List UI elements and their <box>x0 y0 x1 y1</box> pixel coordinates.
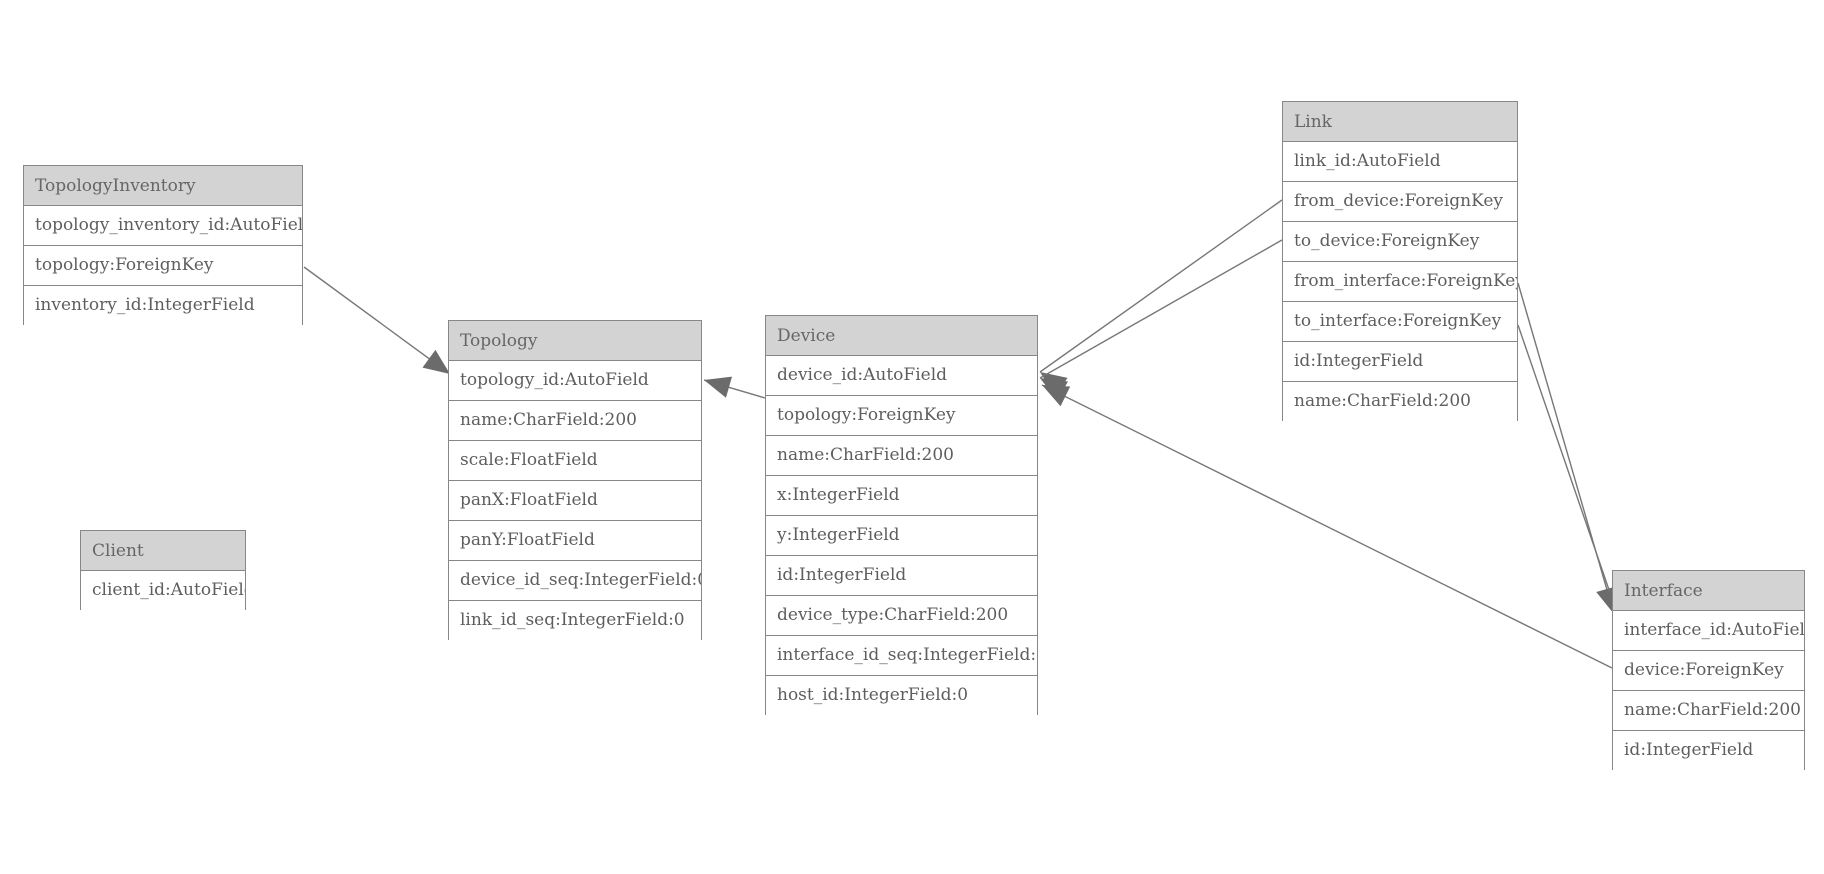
entity-field: device:ForeignKey <box>1613 651 1804 691</box>
entity-title-interface: Interface <box>1613 571 1804 611</box>
entity-field: inventory_id:IntegerField <box>24 286 302 326</box>
entity-field: to_interface:ForeignKey <box>1283 302 1517 342</box>
edge-rel-link-interface-from <box>1517 282 1615 615</box>
arrowhead-rel-device-topology <box>704 376 733 398</box>
entity-field: host_id:IntegerField:0 <box>766 676 1037 716</box>
edge-rel-interface-device <box>1041 384 1613 669</box>
arrowhead-rel-interface-device <box>1042 385 1071 407</box>
edge-rel-link-device-from <box>1039 199 1283 373</box>
entity-field: device_type:CharField:200 <box>766 596 1037 636</box>
arrowhead-rel-link-device-from <box>1040 372 1068 396</box>
entity-field: from_interface:ForeignKey <box>1283 262 1517 302</box>
entity-field: id:IntegerField <box>766 556 1037 596</box>
entity-field: panY:FloatField <box>449 521 701 561</box>
entity-field: topology_id:AutoField <box>449 361 701 401</box>
arrowhead-rel-topologyinventory-topology <box>422 349 450 374</box>
entity-field: name:CharField:200 <box>1283 382 1517 422</box>
entity-field: client_id:AutoField <box>81 571 245 611</box>
entity-field: name:CharField:200 <box>766 436 1037 476</box>
entity-field: link_id:AutoField <box>1283 142 1517 182</box>
edge-rel-topologyinventory-topology <box>303 266 451 375</box>
entity-field: from_device:ForeignKey <box>1283 182 1517 222</box>
edge-rel-link-interface-to <box>1517 324 1619 617</box>
edge-rel-link-device-to <box>1039 239 1283 379</box>
entity-field: y:IntegerField <box>766 516 1037 556</box>
entity-field: topology:ForeignKey <box>24 246 302 286</box>
entity-field: to_device:ForeignKey <box>1283 222 1517 262</box>
entity-field: x:IntegerField <box>766 476 1037 516</box>
entity-field: scale:FloatField <box>449 441 701 481</box>
entity-field: id:IntegerField <box>1613 731 1804 771</box>
entity-field: id:IntegerField <box>1283 342 1517 382</box>
entity-field: device_id:AutoField <box>766 356 1037 396</box>
entity-title-device: Device <box>766 316 1037 356</box>
entity-field: link_id_seq:IntegerField:0 <box>449 601 701 641</box>
entity-title-client: Client <box>81 531 245 571</box>
entity-field: topology:ForeignKey <box>766 396 1037 436</box>
entity-field: interface_id:AutoField <box>1613 611 1804 651</box>
entity-field: name:CharField:200 <box>449 401 701 441</box>
entity-title-link: Link <box>1283 102 1517 142</box>
entity-field: device_id_seq:IntegerField:0 <box>449 561 701 601</box>
entity-field: name:CharField:200 <box>1613 691 1804 731</box>
entity-field: panX:FloatField <box>449 481 701 521</box>
entity-title-topology: Topology <box>449 321 701 361</box>
entity-field: topology_inventory_id:AutoField <box>24 206 302 246</box>
edge-rel-device-topology <box>703 379 766 399</box>
entity-field: interface_id_seq:IntegerField:0 <box>766 636 1037 676</box>
arrowhead-rel-link-device-to <box>1040 378 1069 401</box>
entity-title-topology_inventory: TopologyInventory <box>24 166 302 206</box>
